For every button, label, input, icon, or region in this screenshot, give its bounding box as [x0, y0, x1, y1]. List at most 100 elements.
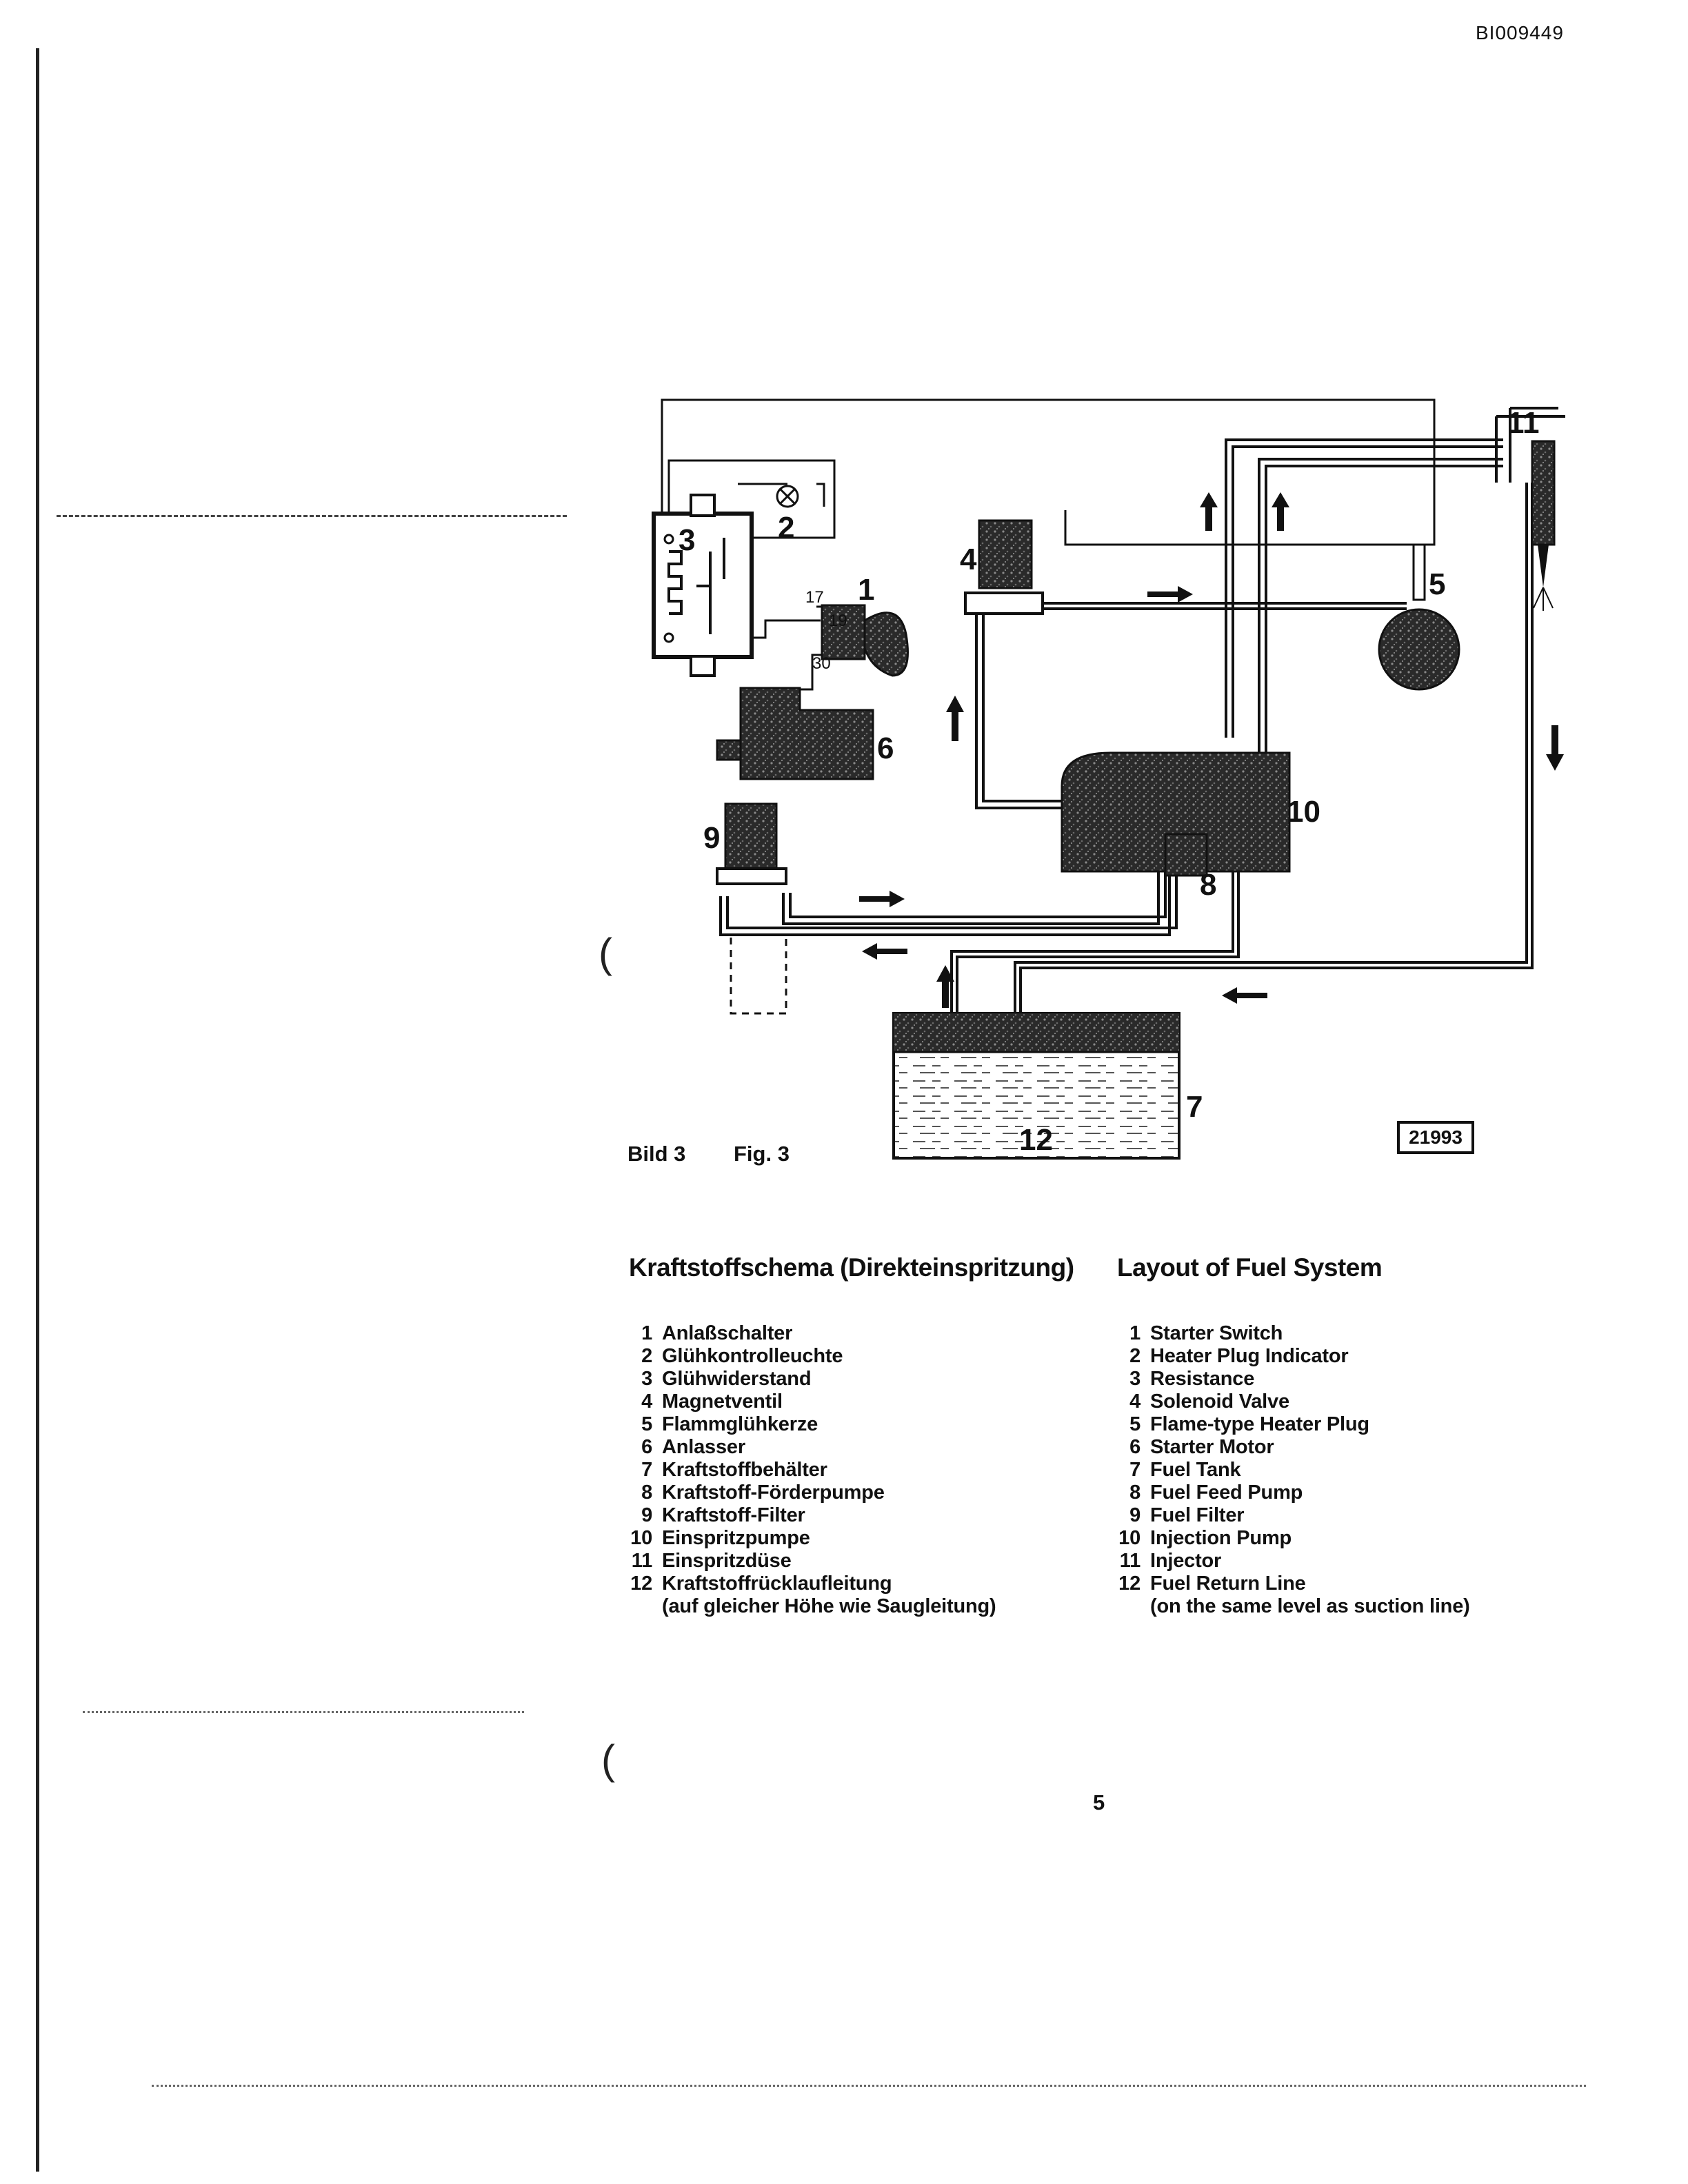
legend-item-number: 5	[641, 1413, 652, 1435]
legend-item-text: Anlaßschalter	[662, 1322, 793, 1344]
legend-title-de: Kraftstoffschema (Direkteinspritzung)	[629, 1253, 1074, 1282]
legend-item-text: Heater Plug Indicator	[1150, 1345, 1349, 1367]
legend-item: 11 Einspritzdüse	[615, 1550, 996, 1573]
legend-item-text: Kraftstoff-Förderpumpe	[662, 1482, 885, 1504]
starter-switch	[821, 604, 909, 677]
legend-item-text: Kraftstoffbehälter	[662, 1459, 827, 1481]
legend-item-number: 6	[1129, 1436, 1141, 1458]
legend-item-number: 4	[641, 1391, 652, 1413]
legend-item: 5 Flammglühkerze	[615, 1413, 996, 1436]
component-labels: 1 2 3 4 5 6 7 8 9 10 11 12	[679, 406, 1540, 1157]
label-10: 10	[1287, 795, 1320, 829]
legend-item-text: Flammglühkerze	[662, 1413, 818, 1435]
heater-plug	[1378, 543, 1460, 691]
figure-reference-number: 21993	[1397, 1121, 1474, 1154]
legend-item-text: Fuel Feed Pump	[1150, 1482, 1303, 1504]
legend-item: (auf gleicher Höhe wie Saugleitung)	[615, 1595, 996, 1618]
legend-item-number	[615, 1595, 662, 1618]
legend-item: (on the same level as suction line)	[1103, 1595, 1470, 1618]
legend-item: 8 Kraftstoff-Förderpumpe	[615, 1482, 996, 1504]
label-4: 4	[960, 543, 977, 576]
fuel-tank	[892, 1012, 1180, 1160]
legend-item-number: 9	[641, 1504, 652, 1526]
legend-item-number: 12	[1118, 1573, 1141, 1595]
legend-item: 1 Anlaßschalter	[615, 1322, 996, 1345]
bracket-mark: (	[601, 1737, 615, 1783]
label-5: 5	[1429, 567, 1445, 601]
legend-item-text: Injector	[1150, 1550, 1222, 1572]
page-number: 5	[1093, 1790, 1105, 1814]
legend-item-text: Starter Motor	[1150, 1436, 1274, 1458]
margin-rule	[36, 48, 39, 2172]
label-1: 1	[858, 573, 874, 607]
legend-item-number: 3	[1129, 1368, 1141, 1390]
fuel-filter	[716, 802, 787, 1015]
legend-item: 1 Starter Switch	[1103, 1322, 1470, 1345]
legend-item-number: 11	[631, 1550, 652, 1572]
legend-item-number: 1	[641, 1322, 652, 1344]
injection-pump	[1061, 751, 1291, 877]
label-11: 11	[1507, 406, 1540, 440]
legend-item-text: Flame-type Heater Plug	[1150, 1413, 1369, 1435]
legend-title-en: Layout of Fuel System	[1117, 1253, 1383, 1282]
legend-item-number: 10	[630, 1527, 652, 1549]
legend-list-de: 1 Anlaßschalter 2 Glühkontrolleuchte 3 Glühwi…	[615, 1322, 996, 1618]
legend-item: 7 Kraftstoffbehälter	[615, 1459, 996, 1482]
legend-item: 10 Einspritzpumpe	[615, 1527, 996, 1550]
legend-item-text: Einspritzdüse	[662, 1550, 792, 1572]
label-9: 9	[703, 821, 720, 855]
terminal-17: 17	[805, 588, 824, 607]
legend-item: 12 Fuel Return Line	[1103, 1573, 1470, 1595]
indicator-lamp	[776, 485, 799, 508]
legend-item-number: 2	[641, 1345, 652, 1367]
label-7: 7	[1186, 1090, 1203, 1124]
legend-item: 2 Heater Plug Indicator	[1103, 1345, 1470, 1368]
legend-item-text: Glühkontrolleuchte	[662, 1345, 843, 1367]
legend-item-number: 8	[1129, 1482, 1141, 1504]
legend-item-text: Einspritzpumpe	[662, 1527, 810, 1549]
legend-item: 2 Glühkontrolleuchte	[615, 1345, 996, 1368]
legend-item-number: 9	[1129, 1504, 1141, 1526]
bracket-mark: (	[599, 930, 612, 976]
legend-item-number: 2	[1129, 1345, 1141, 1367]
label-12: 12	[1019, 1123, 1053, 1157]
legend-item-number: 4	[1129, 1391, 1141, 1413]
legend-item-number: 8	[641, 1482, 652, 1504]
legend-item-text: Injection Pump	[1150, 1527, 1292, 1549]
dotted-rule	[152, 2085, 1586, 2087]
legend-item-number: 12	[630, 1573, 652, 1595]
electrical-wiring	[661, 398, 1436, 691]
legend-item-number: 1	[1129, 1322, 1141, 1344]
legend-item-number: 3	[641, 1368, 652, 1390]
legend-item-text: Fuel Return Line	[1150, 1573, 1306, 1595]
flow-arrows	[859, 492, 1564, 1008]
legend-item-number: 7	[1129, 1459, 1141, 1481]
figure-label-de: Bild 3	[627, 1142, 686, 1166]
label-6: 6	[877, 731, 894, 765]
legend-item-text: Kraftstoff-Filter	[662, 1504, 805, 1526]
legend-item: 6 Starter Motor	[1103, 1436, 1470, 1459]
legend-item-text: Starter Switch	[1150, 1322, 1283, 1344]
figure-label-en: Fig. 3	[734, 1142, 790, 1166]
fuel-system-diagram: 1 2 3 4 5 6 7 8 9 10 11 12 17 19 30	[652, 398, 1565, 1160]
solenoid-valve	[964, 519, 1044, 615]
dashed-rule	[57, 515, 567, 517]
legend-item-text: Glühwiderstand	[662, 1368, 812, 1390]
legend-item-text: Magnetventil	[662, 1391, 783, 1413]
terminal-30: 30	[812, 654, 831, 673]
legend-item: 9 Kraftstoff-Filter	[615, 1504, 996, 1527]
terminal-labels: 17 19 30	[805, 588, 847, 673]
label-2: 2	[778, 511, 794, 545]
legend-item-number: 7	[641, 1459, 652, 1481]
label-3: 3	[679, 523, 695, 557]
